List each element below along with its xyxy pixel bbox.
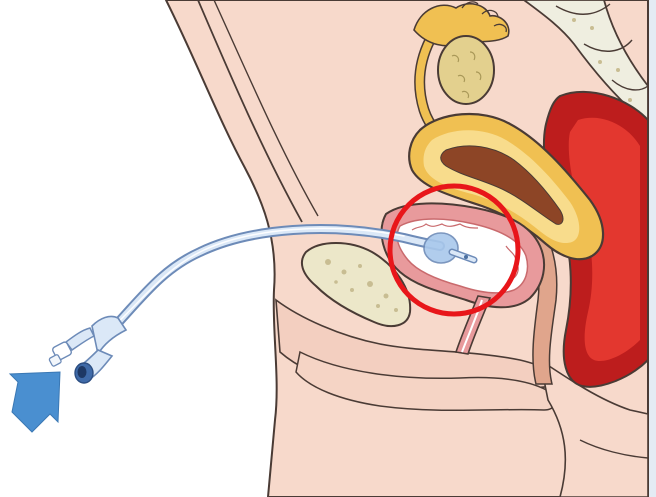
catheter-eyelet [464, 255, 468, 259]
arrow-up-right-icon [10, 372, 60, 432]
drainage-port-inner [78, 366, 87, 378]
catheter-inflation-arm [66, 328, 94, 350]
catheter-balloon [424, 233, 458, 263]
ovary [438, 36, 494, 104]
right-edge-panel [648, 0, 656, 497]
catheter-y-connector [92, 316, 126, 354]
